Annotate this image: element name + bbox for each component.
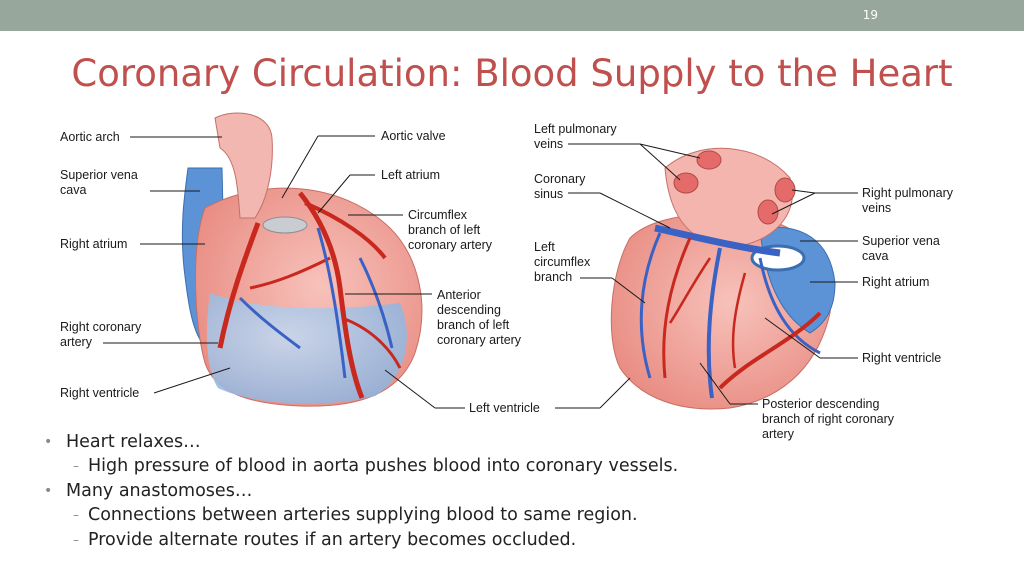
- header-bar: 19: [0, 0, 1024, 31]
- bullet-heart-relaxes: Heart relaxes…: [44, 430, 944, 454]
- label-anterior-descending-branch: Anterior descending branch of left coron…: [437, 288, 522, 347]
- label-right-coronary-artery: Right coronary artery: [60, 320, 142, 349]
- left-leader-lines: [103, 135, 631, 409]
- anterior-heart-illustration: [181, 112, 423, 407]
- label-right-ventricle: Right ventricle: [60, 386, 140, 400]
- label-coronary-sinus: Coronary sinus: [534, 172, 586, 201]
- label-aortic-valve: Aortic valve: [381, 129, 446, 143]
- label-left-circumflex-branch: Left circumflex branch: [534, 240, 591, 284]
- label-superior-vena-cava-posterior: Superior vena cava: [862, 234, 940, 263]
- slide-title: Coronary Circulation: Blood Supply to th…: [71, 52, 953, 95]
- posterior-heart-illustration: [610, 147, 836, 410]
- label-aortic-arch: Aortic arch: [60, 130, 120, 144]
- sub-bullet-alternate-routes: Provide alternate routes if an artery be…: [44, 528, 944, 553]
- label-left-ventricle: Left ventricle: [469, 401, 540, 415]
- label-circumflex-branch: Circumflex branch of left coronary arter…: [408, 208, 493, 252]
- label-right-pulmonary-veins: Right pulmonary veins: [862, 186, 954, 215]
- label-superior-vena-cava: Superior vena cava: [60, 168, 138, 197]
- heart-figure: Aortic arch Superior vena cava Right atr…: [0, 108, 1024, 448]
- bullet-anastomoses: Many anastomoses…: [44, 479, 944, 503]
- label-right-ventricle-posterior: Right ventricle: [862, 351, 942, 365]
- label-left-pulmonary-veins: Left pulmonary veins: [534, 122, 617, 151]
- label-right-atrium-posterior: Right atrium: [862, 275, 930, 289]
- right-leader-lines: [568, 143, 858, 405]
- bullet-list: Heart relaxes… High pressure of blood in…: [44, 430, 944, 553]
- sub-bullet-high-pressure: High pressure of blood in aorta pushes b…: [44, 454, 944, 479]
- label-right-atrium: Right atrium: [60, 237, 128, 251]
- label-left-atrium: Left atrium: [381, 168, 441, 182]
- sub-bullet-connections: Connections between arteries supplying b…: [44, 503, 944, 528]
- slide-number: 19: [862, 8, 878, 22]
